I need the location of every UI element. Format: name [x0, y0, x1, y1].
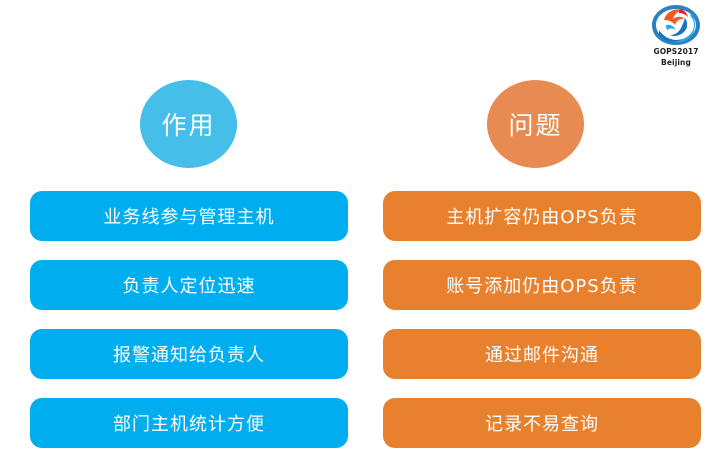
list-item: 账号添加仍由OPS负责	[383, 260, 701, 310]
list-item: 负责人定位迅速	[30, 260, 348, 310]
list-item-label: 记录不易查询	[485, 414, 599, 435]
list-item: 记录不易查询	[383, 398, 701, 448]
heading-circle-function: 作用	[140, 80, 237, 168]
heading-circle-function-label: 作用	[161, 111, 216, 140]
list-item: 主机扩容仍由OPS负责	[383, 191, 701, 241]
gops-logo-mark	[652, 5, 700, 45]
list-item: 报警通知给负责人	[30, 329, 348, 379]
list-item-label: 通过邮件沟通	[485, 345, 599, 366]
logo-title-line2: Beijing	[661, 57, 691, 67]
list-item-label: 业务线参与管理主机	[103, 207, 275, 228]
gops-logo: GOPS2017 Beijing	[646, 4, 706, 67]
heading-circle-problem: 问题	[487, 80, 584, 168]
column-problem: 主机扩容仍由OPS负责 账号添加仍由OPS负责 通过邮件沟通 记录不易查询	[383, 191, 701, 448]
list-item: 业务线参与管理主机	[30, 191, 348, 241]
list-item-label: 主机扩容仍由OPS负责	[446, 207, 638, 228]
list-item-label: 部门主机统计方便	[113, 414, 265, 435]
list-item: 部门主机统计方便	[30, 398, 348, 448]
list-item-label: 账号添加仍由OPS负责	[446, 276, 638, 297]
logo-title-line1: GOPS2017	[653, 47, 699, 56]
list-item: 通过邮件沟通	[383, 329, 701, 379]
column-function: 业务线参与管理主机 负责人定位迅速 报警通知给负责人 部门主机统计方便	[30, 191, 348, 448]
heading-circle-problem-label: 问题	[508, 111, 563, 140]
list-item-label: 负责人定位迅速	[122, 276, 256, 297]
list-item-label: 报警通知给负责人	[113, 345, 265, 366]
